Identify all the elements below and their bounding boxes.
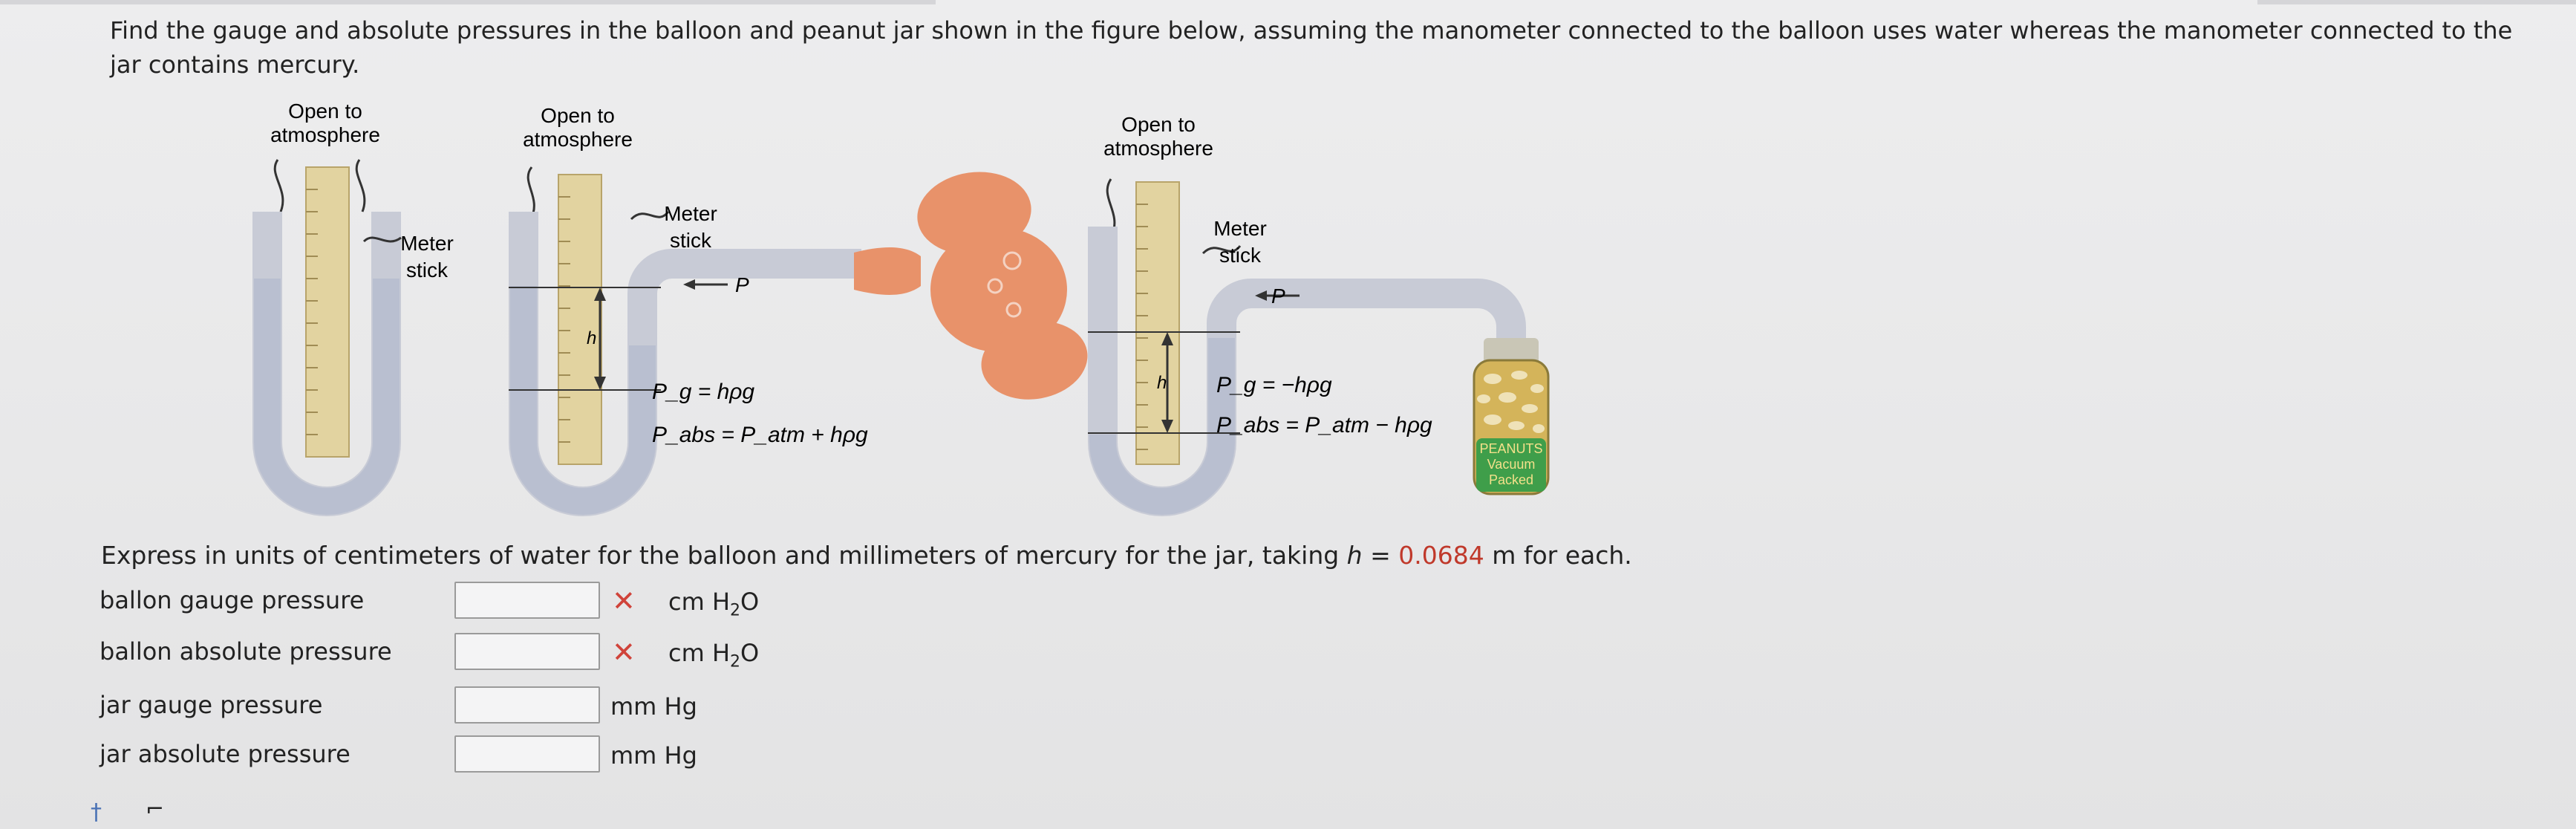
atmosphere-label-1: atmosphere [270, 123, 380, 146]
jar-absolute-input[interactable] [454, 735, 600, 773]
atmosphere-label-3: atmosphere [1103, 137, 1213, 160]
h-label-jar: h [1157, 373, 1167, 393]
meter-label-2: Meter [664, 202, 717, 225]
instructions-prefix: Express in units of centimeters of water… [101, 541, 1347, 570]
balloon-absolute-label: ballon absolute pressure [100, 637, 392, 666]
meter-stick-2 [558, 174, 602, 465]
jar-gauge-unit: mm Hg [610, 692, 697, 721]
jar-gauge-label: jar gauge pressure [100, 691, 323, 719]
equals-sign: = [1362, 541, 1399, 570]
stick-label-2: stick [670, 229, 712, 252]
balloon-gauge-equation: P_g = hρg [652, 380, 754, 404]
jar-absolute-equation: P_abs = P_atm − hρg [1216, 413, 1432, 438]
open-manometer: Open to atmosphere Meter stick [252, 100, 454, 516]
balloon-absolute-unit: cm H2O [668, 639, 760, 672]
balloon-gauge-unit: cm H2O [668, 588, 760, 620]
top-divider-left [0, 0, 936, 4]
balloon-gauge-input[interactable] [454, 582, 600, 619]
meter-label-1: Meter [400, 232, 454, 255]
p-label-balloon: P [735, 273, 749, 296]
open-to-label-2: Open to [541, 104, 615, 127]
jar-absolute-label: jar absolute pressure [100, 740, 350, 768]
top-divider-right [2257, 0, 2576, 4]
manometer-figure: Open to atmosphere Meter stick Open to a… [252, 100, 1550, 516]
h-variable: h [1346, 541, 1363, 570]
open-to-label-1: Open to [288, 100, 362, 123]
jar-label-vacuum: Vacuum [1487, 457, 1536, 472]
jar-label-packed: Packed [1489, 472, 1533, 487]
stick-label-3: stick [1219, 244, 1262, 267]
jar-gauge-input[interactable] [454, 686, 600, 724]
jar-label-peanuts: PEANUTS [1479, 441, 1542, 456]
balloon-gauge-label: ballon gauge pressure [100, 586, 365, 614]
jar-absolute-unit: mm Hg [610, 741, 697, 770]
atmosphere-label-2: atmosphere [523, 128, 633, 151]
meter-stick-1 [305, 166, 350, 458]
p-label-jar: P [1271, 285, 1285, 308]
open-to-label-3: Open to [1121, 113, 1196, 136]
meter-label-3: Meter [1213, 217, 1267, 240]
balloon-manometer: Open to atmosphere h Meter stick P P_g =… [509, 104, 1088, 516]
jar-gauge-equation: P_g = −hρg [1216, 373, 1332, 397]
peanut-jar: PEANUTS Vacuum Packed [1473, 338, 1550, 495]
pencil-mark-icon: ⌐ [146, 796, 165, 822]
balloon-absolute-equation: P_abs = P_atm + hρg [652, 423, 868, 447]
jar-manometer: Open to atmosphere h Meter stick P P_g =… [1088, 113, 1550, 516]
problem-statement: Find the gauge and absolute pressures in… [110, 16, 2513, 79]
h-label-balloon: h [587, 328, 596, 348]
incorrect-icon: ✕ [612, 636, 636, 669]
cursor-icon: † [91, 799, 102, 825]
instructions-suffix: m for each. [1484, 541, 1632, 570]
balloon-absolute-input[interactable] [454, 633, 600, 670]
instructions: Express in units of centimeters of water… [101, 541, 1632, 570]
balloon [854, 172, 1088, 400]
stick-label-1: stick [406, 259, 449, 282]
meter-stick-3 [1135, 181, 1180, 465]
h-value: 0.0684 [1398, 541, 1484, 570]
incorrect-icon: ✕ [612, 585, 636, 617]
